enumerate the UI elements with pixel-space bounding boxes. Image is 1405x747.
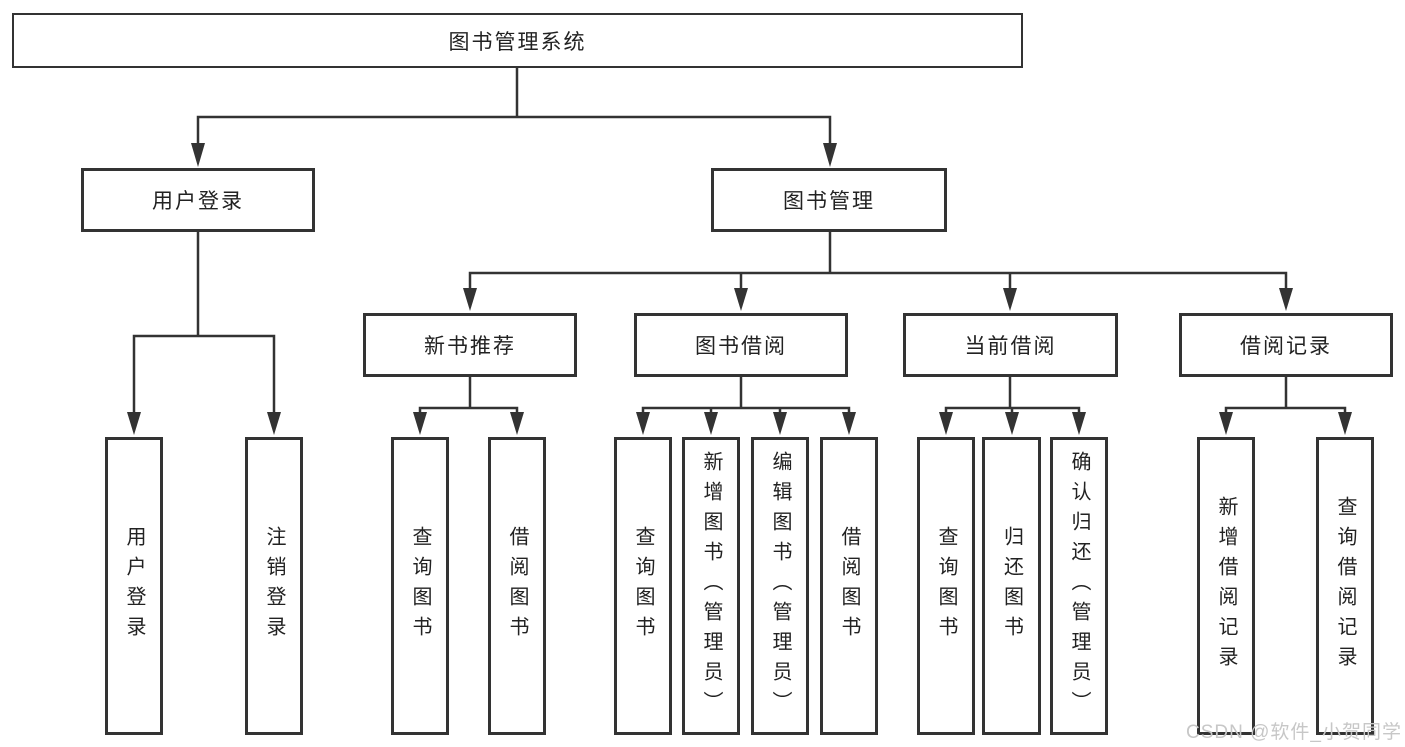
leaf-current-query-books-label: 查询图书 bbox=[935, 526, 957, 646]
leaf-borrow-add-books-admin: 新增图书（管理员） bbox=[682, 437, 740, 735]
leaf-records-add-record: 新增借阅记录 bbox=[1197, 437, 1255, 735]
leaf-current-return-books-label: 归还图书 bbox=[1000, 526, 1023, 646]
node-library-system: 图书管理系统 bbox=[12, 13, 1023, 68]
node-user-login: 用户登录 bbox=[81, 168, 315, 232]
leaf-borrow-add-books-admin-label: 新增图书（管理员） bbox=[700, 451, 722, 721]
leaf-borrow-edit-books-admin-label: 编辑图书（管理员） bbox=[769, 451, 791, 721]
leaf-borrow-query-books: 查询图书 bbox=[614, 437, 672, 735]
leaf-newbook-query-books-label: 查询图书 bbox=[409, 526, 431, 646]
node-book-borrow: 图书借阅 bbox=[634, 313, 848, 377]
leaf-records-query-record-label: 查询借阅记录 bbox=[1334, 496, 1356, 676]
leaf-borrow-edit-books-admin: 编辑图书（管理员） bbox=[751, 437, 809, 735]
leaf-newbook-borrow-books: 借阅图书 bbox=[488, 437, 546, 735]
leaf-current-confirm-return-admin-label: 确认归还（管理员） bbox=[1068, 451, 1090, 721]
leaf-current-confirm-return-admin: 确认归还（管理员） bbox=[1050, 437, 1108, 735]
leaf-records-query-record: 查询借阅记录 bbox=[1316, 437, 1374, 735]
node-current-borrow: 当前借阅 bbox=[903, 313, 1118, 377]
leaf-newbook-query-books: 查询图书 bbox=[391, 437, 449, 735]
csdn-watermark: CSDN @软件_小贺同学 bbox=[1186, 722, 1402, 743]
leaf-user-login: 用户登录 bbox=[105, 437, 163, 735]
leaf-borrow-query-books-label: 查询图书 bbox=[632, 526, 654, 646]
leaf-user-login-label: 用户登录 bbox=[123, 526, 145, 646]
leaf-logout: 注销登录 bbox=[245, 437, 303, 735]
leaf-borrow-borrow-books-label: 借阅图书 bbox=[838, 526, 860, 646]
leaf-logout-label: 注销登录 bbox=[263, 526, 285, 646]
leaf-records-add-record-label: 新增借阅记录 bbox=[1215, 496, 1237, 676]
node-book-management: 图书管理 bbox=[711, 168, 947, 232]
node-borrow-records: 借阅记录 bbox=[1179, 313, 1393, 377]
leaf-borrow-borrow-books: 借阅图书 bbox=[820, 437, 878, 735]
leaf-current-query-books: 查询图书 bbox=[917, 437, 975, 735]
leaf-newbook-borrow-books-label: 借阅图书 bbox=[506, 526, 528, 646]
leaf-current-return-books: 归还图书 bbox=[982, 437, 1041, 735]
node-new-book-recommend: 新书推荐 bbox=[363, 313, 577, 377]
